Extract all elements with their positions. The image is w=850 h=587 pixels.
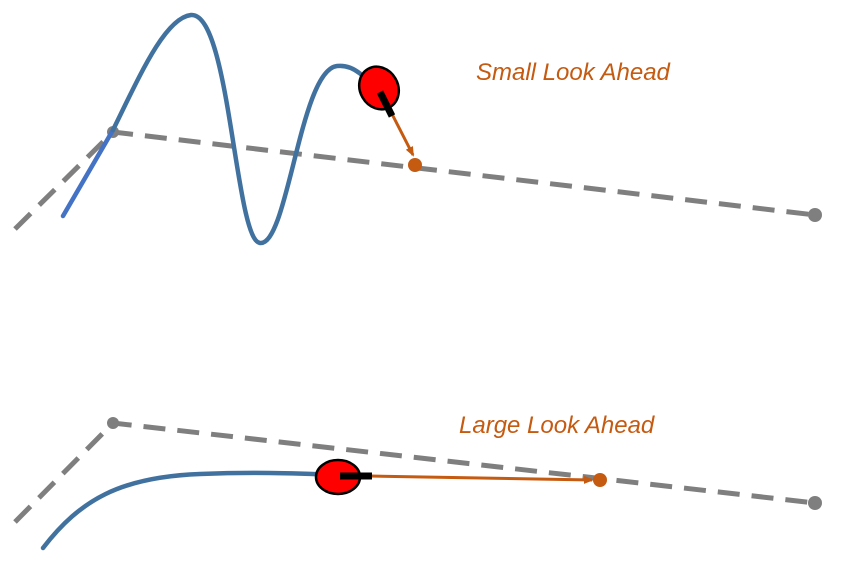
- large-lookahead-panel: Large Look Ahead: [13, 412, 822, 551]
- vehicle-trajectory: [110, 12, 377, 246]
- small-lookahead-panel: Small Look Ahead: [13, 12, 822, 246]
- waypoint: [107, 417, 119, 429]
- vehicle: [314, 458, 372, 496]
- waypoint: [808, 208, 822, 222]
- lookahead-arrow: [390, 113, 415, 157]
- trajectory-start-segment: [60, 127, 116, 219]
- lookahead-point: [408, 158, 422, 172]
- vehicle-trajectory: [40, 470, 341, 551]
- waypoint: [808, 496, 822, 510]
- vehicle-body: [357, 65, 401, 111]
- caption-small-lookahead: Small Look Ahead: [476, 59, 671, 86]
- reference-path: [13, 129, 816, 231]
- reference-path: [13, 420, 816, 524]
- vehicle: [357, 65, 401, 118]
- vehicle-heading: [376, 90, 396, 118]
- lookahead-arrow: [369, 474, 594, 484]
- caption-large-lookahead: Large Look Ahead: [459, 412, 655, 439]
- lookahead-point: [593, 473, 607, 487]
